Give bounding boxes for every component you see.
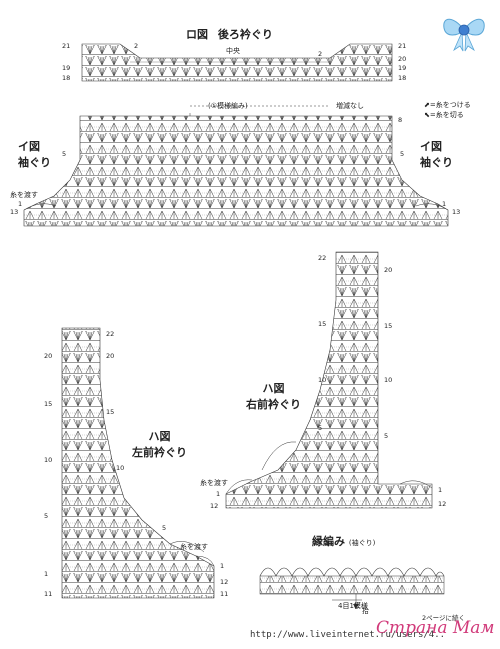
- row-number: 5: [400, 150, 405, 158]
- back-neck-chart: [81, 43, 393, 82]
- armhole-left-yarn: 糸を渡す: [10, 191, 38, 199]
- row-number: 19: [398, 64, 407, 72]
- edging-label: 縁編み: [312, 535, 345, 548]
- ribbon-bow-icon: [443, 18, 485, 52]
- row-number: 15: [44, 400, 53, 408]
- row-number: 10: [44, 456, 53, 464]
- row-number: 10: [384, 376, 393, 384]
- row-number: 18: [398, 74, 407, 82]
- back-neck-symbol: ロ図: [186, 28, 208, 41]
- row-number: 5: [318, 424, 323, 432]
- armhole-right-label: 袖ぐり: [420, 156, 453, 169]
- row-number: 20: [44, 352, 53, 360]
- row-number: 1: [44, 570, 49, 578]
- row-number: 1: [442, 200, 447, 208]
- edging-pick: 拾: [362, 607, 369, 615]
- back-neck-label: 後ろ衿ぐり: [217, 28, 273, 41]
- row-number: 21: [62, 42, 71, 50]
- pattern-label: (①模様編み): [208, 102, 248, 110]
- cut-arrow-icon: ⬉: [424, 111, 430, 119]
- row-number: 5: [162, 524, 167, 532]
- row-number: 20: [384, 266, 393, 274]
- row-number: 11: [44, 590, 53, 598]
- edging-repeat: 4目1模様: [338, 602, 368, 610]
- edging-title: 縁編み (袖ぐり): [312, 533, 375, 549]
- row-number: 5: [44, 512, 49, 520]
- row-number: 5: [62, 150, 67, 158]
- row-number: 10: [116, 464, 125, 472]
- join-arrow-icon: ⬈: [424, 101, 430, 109]
- next-page-note: 2ページに続く: [422, 614, 466, 622]
- row-number: 1: [18, 200, 23, 208]
- left-front-symbol: ハ図: [148, 430, 171, 443]
- back-neck-title: ロ図 後ろ衿ぐり: [186, 26, 273, 42]
- row-number: 21: [398, 42, 407, 50]
- site-watermark: http://www.liveinternet.ru/users/4..: [250, 630, 446, 640]
- row-number: 15: [384, 322, 393, 330]
- row-number: 8: [398, 116, 403, 124]
- row-number: 19: [62, 64, 71, 72]
- row-number: 12: [438, 500, 447, 508]
- armhole-left-symbol: イ図: [18, 140, 40, 153]
- edging-sub: (袖ぐり): [348, 539, 376, 547]
- row-number: 15: [106, 408, 115, 416]
- legend-join: ⬈=糸をつける: [424, 101, 471, 109]
- right-front-symbol: ハ図: [262, 382, 285, 395]
- armhole-left-title: イ図 袖ぐり: [18, 138, 51, 170]
- left-front-title: ハ図 左前衿ぐり: [132, 428, 187, 460]
- armhole-left-label: 袖ぐり: [18, 156, 51, 169]
- edging-chart: [259, 567, 445, 609]
- right-front-label: 右前衿ぐり: [246, 398, 301, 411]
- row-number: 20: [106, 352, 115, 360]
- row-number: 10: [318, 376, 327, 384]
- row-number: 1: [216, 490, 221, 498]
- row-number: 1: [438, 486, 443, 494]
- armhole-right-symbol: イ図: [420, 140, 442, 153]
- row-number: 15: [318, 320, 327, 328]
- row-number: 22: [106, 330, 115, 338]
- row-number: 13: [452, 208, 461, 216]
- legend-cut: ⬉=糸を切る: [424, 111, 464, 119]
- row-number: 2: [134, 42, 139, 50]
- row-number: 13: [10, 208, 19, 216]
- row-number: 18: [62, 74, 71, 82]
- left-front-label: 左前衿ぐり: [132, 446, 187, 459]
- armhole-right-title: イ図 袖ぐり: [420, 138, 453, 170]
- right-front-neck-chart: [225, 251, 433, 509]
- row-number: 12: [210, 502, 219, 510]
- row-number: 2: [318, 50, 323, 58]
- left-front-neck-chart: [61, 327, 215, 599]
- right-front-title: ハ図 右前衿ぐり: [246, 380, 301, 412]
- row-number: 1: [220, 562, 225, 570]
- legend: ⬈=糸をつける ⬉=糸を切る: [424, 100, 471, 120]
- right-front-yarn: 糸を渡す: [200, 479, 228, 487]
- row-number: 5: [384, 432, 389, 440]
- row-number: 22: [318, 254, 327, 262]
- row-number: 12: [220, 578, 229, 586]
- row-number: 11: [220, 590, 229, 598]
- center-mark: 中央: [226, 47, 240, 55]
- row-number: 20: [398, 55, 407, 63]
- no-inc-dec-label: 増減なし: [336, 102, 364, 110]
- left-front-yarn: 糸を渡す: [180, 543, 208, 551]
- body-armhole-chart: [23, 113, 449, 227]
- brand-watermark: Страна Мам: [376, 618, 495, 638]
